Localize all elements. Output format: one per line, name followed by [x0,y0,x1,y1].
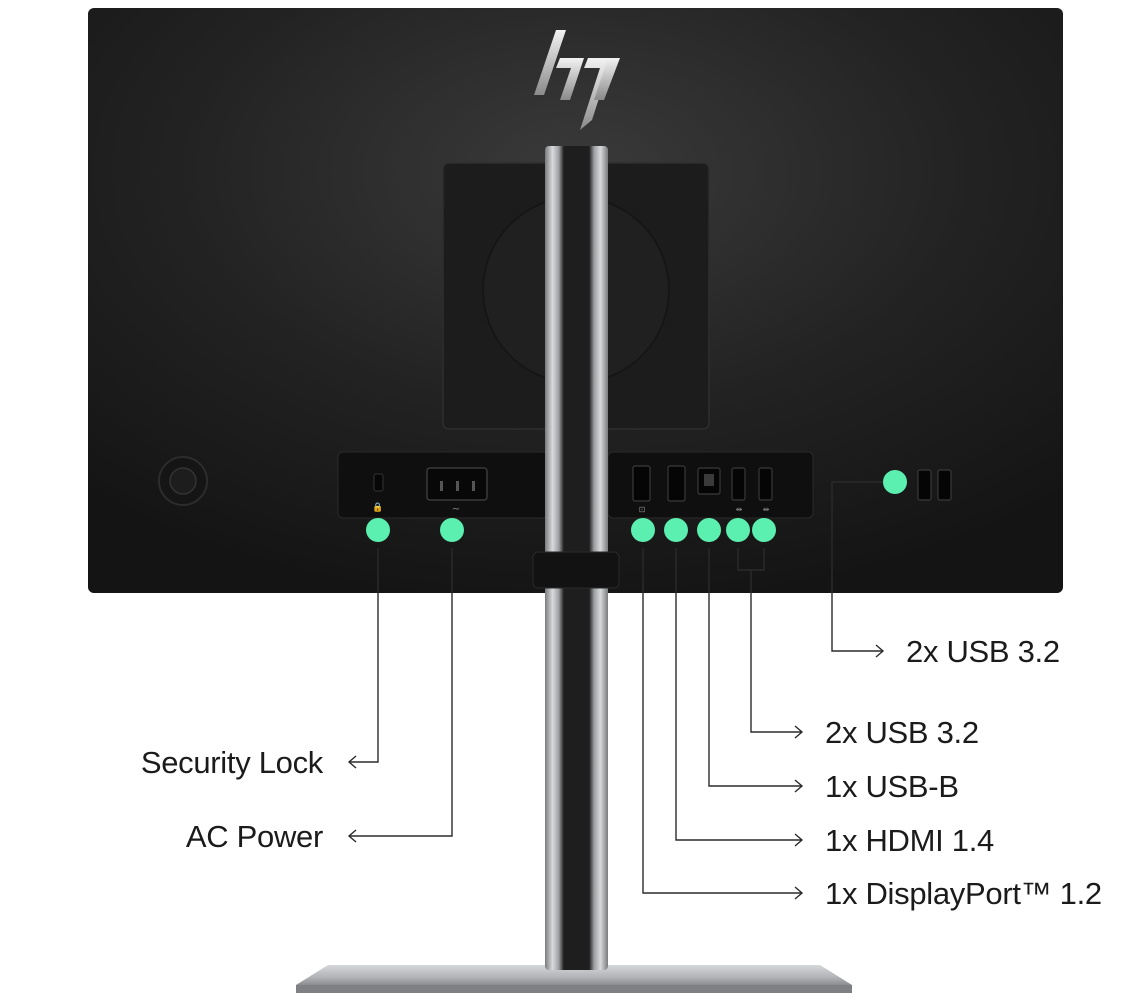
usb-icon: ⇹ [763,505,770,514]
label-displayport: 1x DisplayPort™ 1.2 [825,876,1102,911]
label-security-lock: Security Lock [140,745,323,780]
ac-power-icon: ~ [452,504,460,515]
callout-dot-security-lock [366,518,390,542]
callout-lines [349,481,883,894]
hdmi-port [667,465,686,502]
usb-a-port-3 [917,469,932,501]
stand-base [296,965,852,985]
usb-a-port-2 [758,467,773,501]
callout-dot-usb-rear-2 [752,518,776,542]
callout-arrowheads [347,644,885,900]
callout-dots [366,470,907,542]
lock-icon: 🔒 [372,502,383,513]
label-ac-power: AC Power [185,819,323,854]
usb-a-port-1 [731,467,746,501]
power-button-inner [169,467,197,495]
usb-a-port-4 [937,469,952,501]
displayport-port [632,465,651,502]
displayport-icon: ⊡ [639,505,646,514]
callout-dot-hdmi [664,518,688,542]
callout-dot-usb-b [697,518,721,542]
usb-icon: ⇹ [736,505,743,514]
hp-logo [534,30,620,130]
label-usb-rear: 2x USB 3.2 [825,715,979,750]
callout-dot-ac-power [440,518,464,542]
callout-dot-usb-side [883,470,907,494]
callout-dot-displayport [631,518,655,542]
label-usb-side: 2x USB 3.2 [906,634,1060,669]
stand-clip [532,551,620,589]
label-hdmi: 1x HDMI 1.4 [825,823,994,858]
label-usb-b: 1x USB-B [825,769,959,804]
security-lock-slot [373,473,384,492]
callout-dot-usb-rear-1 [726,518,750,542]
